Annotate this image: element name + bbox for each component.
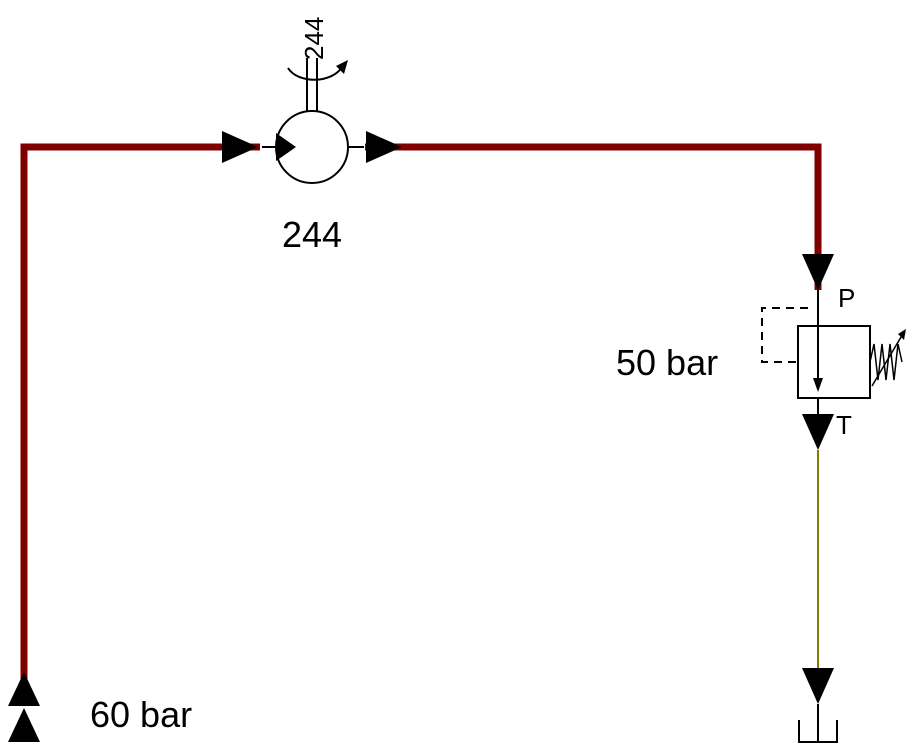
rotation-arrow-head	[336, 60, 348, 74]
pressure-source-icon	[8, 672, 40, 742]
motor-outlet-line	[365, 143, 822, 290]
valve-body	[797, 325, 871, 399]
source-triangle-upper	[8, 672, 40, 706]
valve-flow-arrowhead	[813, 378, 823, 392]
motor-direction-triangle	[276, 133, 296, 161]
rotation-arrow-icon	[287, 65, 344, 81]
valve-setting-label: 50 bar	[616, 342, 718, 383]
pressure-relief-valve-icon: P T 50 bar	[616, 283, 906, 440]
spring-adjust-arrow	[871, 331, 905, 387]
flow-arrows	[222, 131, 834, 704]
motor-label: 244	[282, 214, 342, 255]
valve-port-p-label: P	[838, 283, 855, 313]
flow-arrow-into-valve	[802, 254, 834, 290]
flow-arrow-out-of-valve	[802, 414, 834, 450]
spring-adjust-arrowhead	[898, 329, 906, 340]
hydraulic-motor-icon: 244 244	[262, 17, 364, 255]
flow-arrow-out-of-motor	[366, 131, 402, 163]
flow-arrow-into-motor	[222, 131, 258, 163]
motor-shaft-label: 244	[299, 17, 329, 60]
adjustable-spring-icon	[869, 343, 903, 381]
source-pressure-label: 60 bar	[90, 694, 192, 735]
pressure-lines	[20, 143, 822, 688]
valve-port-t-label: T	[836, 410, 852, 440]
supply-line	[20, 143, 260, 688]
flow-arrow-into-tank	[802, 668, 834, 704]
valve-pilot-line	[761, 307, 808, 363]
source-triangle-lower	[8, 708, 40, 742]
